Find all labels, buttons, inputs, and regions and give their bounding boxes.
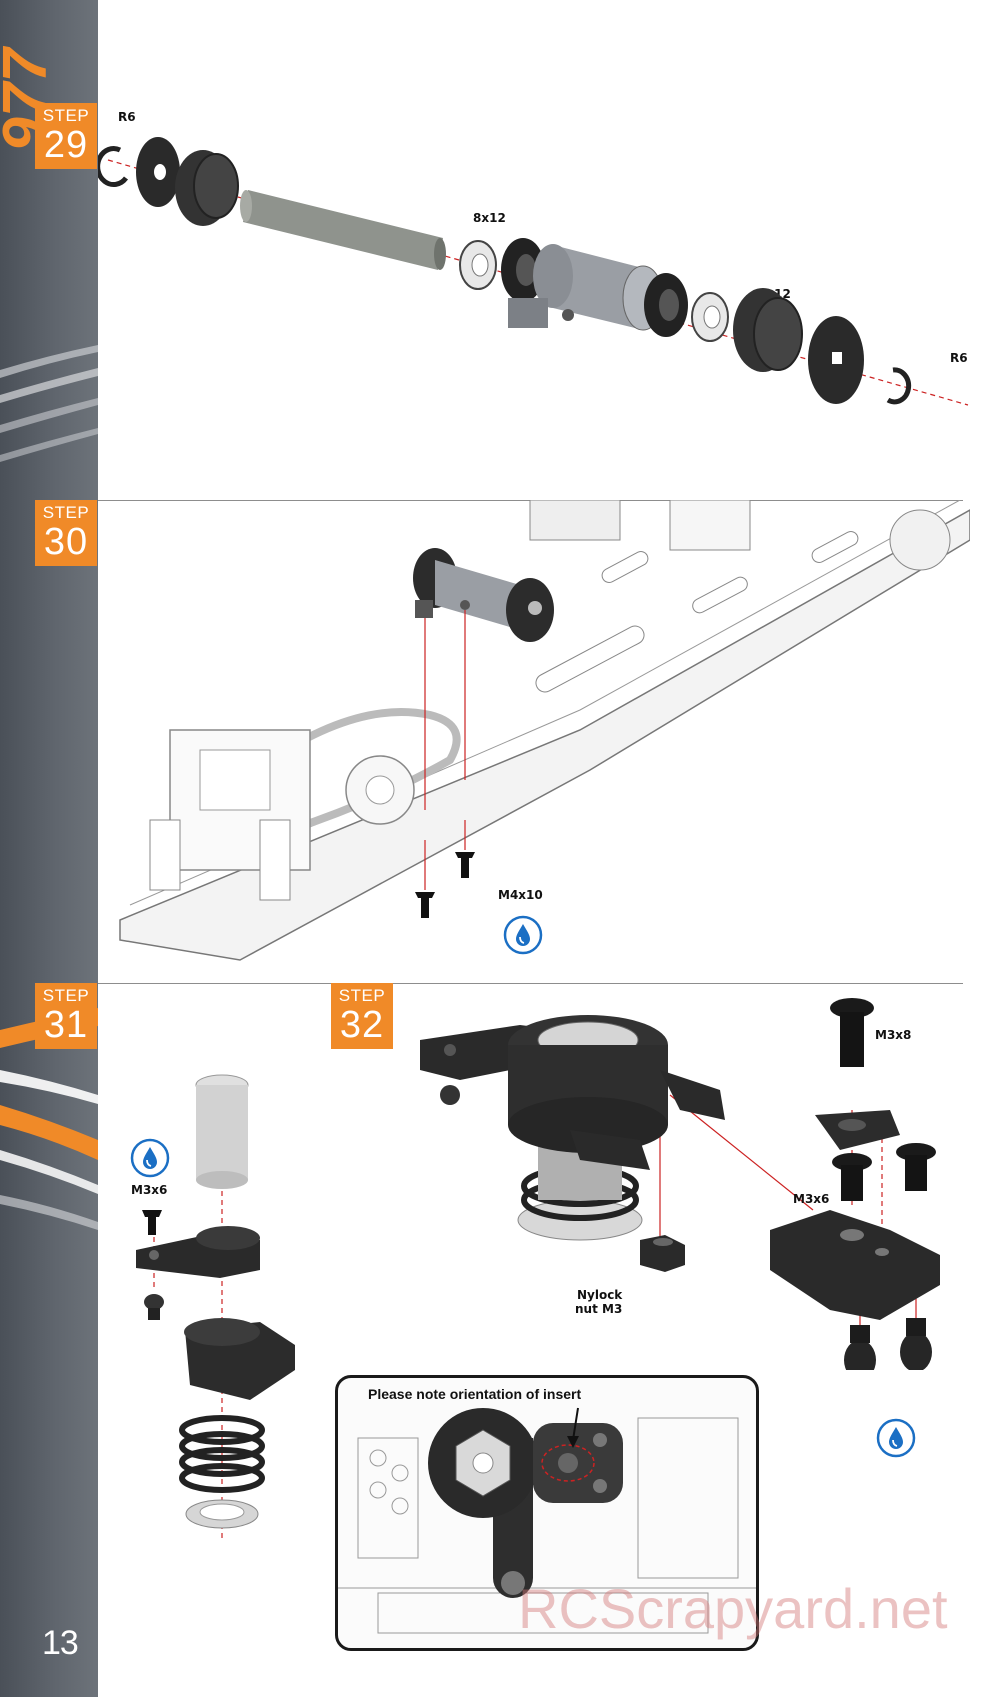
bearing-label-left: 8x12 (473, 211, 506, 225)
nylock-nut-label-line1: Nylock (576, 1288, 623, 1302)
screw-label-m3x6: M3x6 (131, 1183, 168, 1197)
step-number: 31 (43, 1004, 89, 1046)
watermark-text: RCScrapyard.net (518, 1577, 948, 1640)
step-32-badge: STEP 32 (331, 983, 393, 1049)
step-30-badge: STEP 30 (35, 500, 97, 566)
step-number: 32 (339, 1004, 385, 1046)
step-label: STEP (338, 986, 386, 1005)
step-31-servo-saver-illustration (136, 1074, 295, 1540)
step-30-chassis-illustration (119, 500, 970, 961)
sidebar: 977 13 (0, 0, 98, 1697)
step-31-badge: STEP 31 (35, 983, 97, 1049)
threadlock-drop-icon (130, 1138, 170, 1178)
sidebar-swoosh-graphic (0, 345, 98, 1230)
insert-orientation-inset (335, 1375, 759, 1651)
step-32-servo-saver-assembly-illustration (420, 998, 940, 1370)
r6-clip-label-right: R6 (950, 351, 968, 365)
step-label: STEP (42, 106, 90, 125)
step-number: 29 (43, 124, 89, 166)
step-divider (98, 983, 963, 984)
screw-label-m3x8: M3x8 (875, 1028, 912, 1042)
inset-detail-illustration (338, 1407, 756, 1634)
step-29-badge: STEP 29 (35, 103, 97, 169)
threadlock-drop-icon (876, 1418, 916, 1458)
step-label: STEP (42, 986, 90, 1005)
page-number: 13 (42, 1624, 79, 1662)
threadlock-drop-icon (503, 915, 543, 955)
screw-label-m3x6: M3x6 (793, 1192, 830, 1206)
brand-logo: 977 (0, 46, 56, 152)
screw-label-m4x10: M4x10 (498, 888, 543, 902)
r6-clip-label-left: R6 (118, 110, 136, 124)
step-29-exploded-pulley-shaft-illustration (98, 137, 969, 406)
nylock-nut-label: Nylock nut M3 (575, 1288, 622, 1316)
step-label: STEP (42, 503, 90, 522)
nylock-nut-label-line2: nut M3 (575, 1302, 623, 1316)
inset-note-text: Please note orientation of insert (368, 1386, 582, 1402)
step-number: 30 (43, 521, 89, 563)
